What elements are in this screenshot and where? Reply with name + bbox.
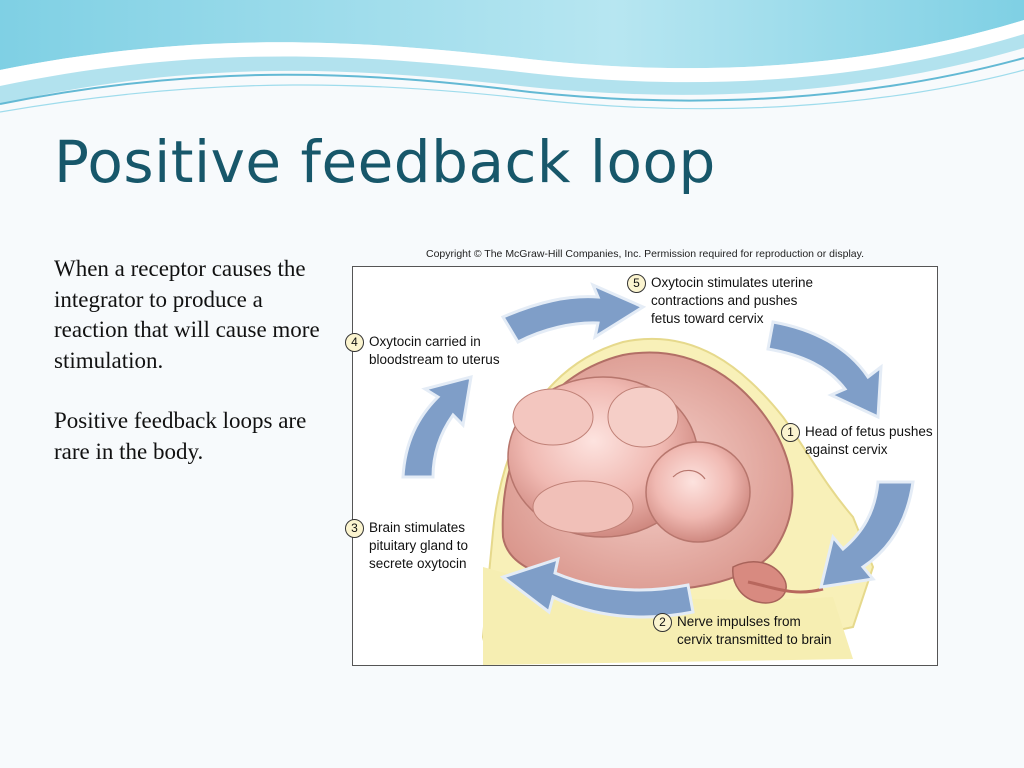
step-2-number-badge: 2 xyxy=(653,613,672,632)
childbirth-feedback-figure: 5 Oxytocin stimulates uterine contractio… xyxy=(345,266,938,666)
childbirth-illustration xyxy=(401,282,915,665)
step-3-description: Brain stimulates pituitary gland to secr… xyxy=(369,520,469,571)
fetus-head xyxy=(645,441,751,543)
rarity-paragraph: Positive feedback loops are rare in the … xyxy=(54,408,307,464)
step-4-description: Oxytocin carried in bloodstream to uteru… xyxy=(369,334,500,367)
step-2-description: Nerve impulses from cervix transmitted t… xyxy=(677,614,832,647)
arrow-top-right xyxy=(766,320,883,420)
arrow-right xyxy=(819,480,915,589)
cervix xyxy=(732,561,787,604)
arrow-top xyxy=(500,282,647,344)
slide-body-text: When a receptor causes the integrator to… xyxy=(54,254,324,467)
figure-copyright-notice: Copyright © The McGraw-Hill Companies, I… xyxy=(425,248,865,260)
slide-title: Positive feedback loop xyxy=(54,128,716,196)
step-5-description: Oxytocin stimulates uterine contractions… xyxy=(651,275,814,326)
step-5-number-badge: 5 xyxy=(627,274,646,293)
header-wave-decoration xyxy=(0,0,1024,113)
step-1-description: Head of fetus pushes against cervix xyxy=(805,424,933,457)
step-1-number-badge: 1 xyxy=(781,423,800,442)
definition-paragraph: When a receptor causes the integrator to… xyxy=(54,256,320,373)
feedback-arrows xyxy=(401,282,915,619)
arrow-bottom xyxy=(499,556,695,619)
step-4-number-badge: 4 xyxy=(345,333,364,352)
arrow-left xyxy=(401,374,473,479)
step-3-number-badge: 3 xyxy=(345,519,364,538)
